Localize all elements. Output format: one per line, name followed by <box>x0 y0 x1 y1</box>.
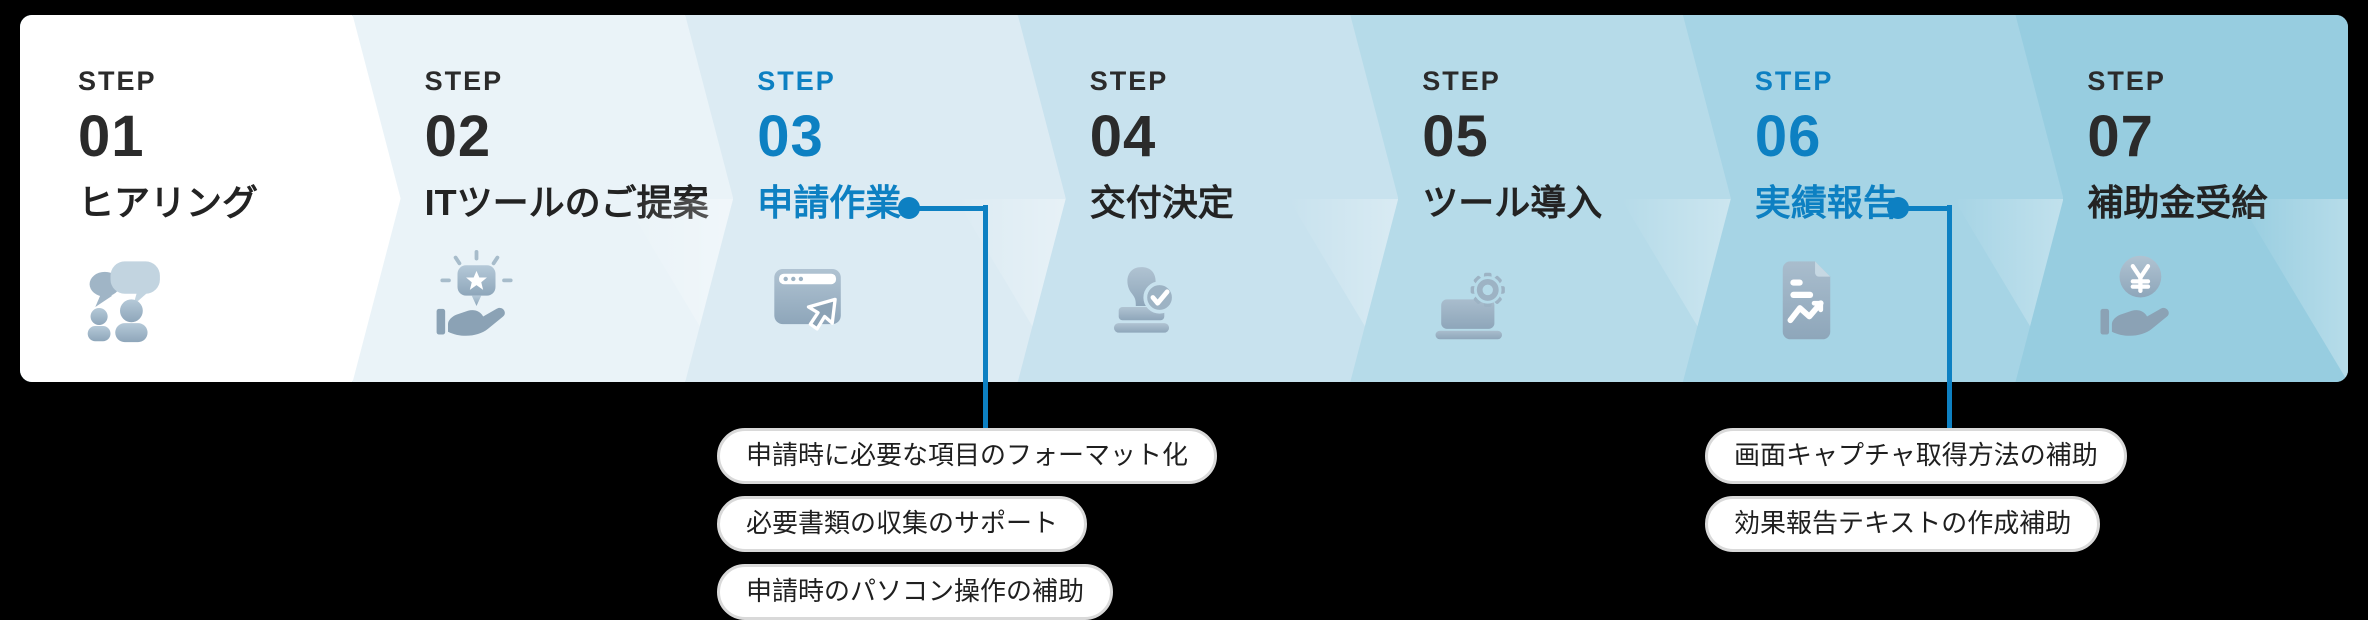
step-number: 06 <box>1754 103 1822 169</box>
step-panel-06: STEP 06 実績報告 <box>1683 15 2064 382</box>
step-label: STEP <box>1422 66 1501 96</box>
callout-pill: 申請時のパソコン操作の補助 <box>717 563 1114 620</box>
step-title: ツール導入 <box>1422 182 1603 224</box>
step-number: 07 <box>2087 103 2154 169</box>
step-number: 03 <box>757 103 824 169</box>
browser-cursor-icon <box>761 250 856 345</box>
step-panel-07: STEP 07 補助金受給 <box>2015 15 2348 382</box>
step-number: 05 <box>1422 103 1489 169</box>
callout-pill: 画面キャプチャ取得方法の補助 <box>1705 428 2127 484</box>
chat-people-icon <box>82 250 177 345</box>
step-panel-02: STEP 02 ITツールのご提案 <box>353 15 734 382</box>
step3-connector-line-horizontal <box>909 205 988 211</box>
step-title: 実績報告 <box>1754 182 1899 224</box>
callout-pill: 必要書類の収集のサポート <box>717 495 1088 552</box>
step6-connector-line-horizontal <box>1898 205 1952 211</box>
laptop-gear-icon <box>1426 250 1521 345</box>
step-panel-03: STEP 03 申請作業 <box>685 15 1066 382</box>
step-title: 補助金受給 <box>2087 182 2268 224</box>
step3-connector-line-vertical <box>983 205 988 432</box>
step-label: STEP <box>1089 66 1169 96</box>
step-title: ITツールのご提案 <box>424 182 709 224</box>
step-number: 02 <box>424 103 492 169</box>
step-panel-04: STEP 04 交付決定 <box>1018 15 1399 382</box>
step-label: STEP <box>78 66 157 96</box>
step-title: 申請作業 <box>757 182 902 224</box>
steps-banner: STEP 01 ヒアリング STEP 02 ITツールのご提案 <box>20 15 2348 382</box>
report-document-icon <box>1759 250 1854 345</box>
step-panel-05: STEP 05 ツール導入 <box>1350 15 1731 382</box>
callout-pill: 効果報告テキストの作成補助 <box>1705 495 2101 552</box>
step-label: STEP <box>2087 66 2166 96</box>
callout-pill: 申請時に必要な項目のフォーマット化 <box>717 428 1218 484</box>
stamp-approval-icon <box>1094 250 1189 345</box>
step-panel-01: STEP 01 ヒアリング <box>20 15 401 382</box>
step-number: 04 <box>1089 103 1157 169</box>
step-title: 交付決定 <box>1089 182 1234 224</box>
yen-coin-hand-icon <box>2100 255 2170 337</box>
step-label: STEP <box>424 66 504 96</box>
step-number: 01 <box>78 103 145 169</box>
step3-callout-group: 申請時に必要な項目のフォーマット化 必要書類の収集のサポート 申請時のパソコン操… <box>717 428 1218 620</box>
step-label: STEP <box>1754 66 1834 96</box>
step6-callout-group: 画面キャプチャ取得方法の補助 効果報告テキストの作成補助 <box>1705 428 2127 552</box>
step-title: ヒアリング <box>78 182 259 224</box>
gift-idea-icon <box>429 250 524 345</box>
step-label: STEP <box>757 66 836 96</box>
step6-connector-line-vertical <box>1947 205 1952 432</box>
